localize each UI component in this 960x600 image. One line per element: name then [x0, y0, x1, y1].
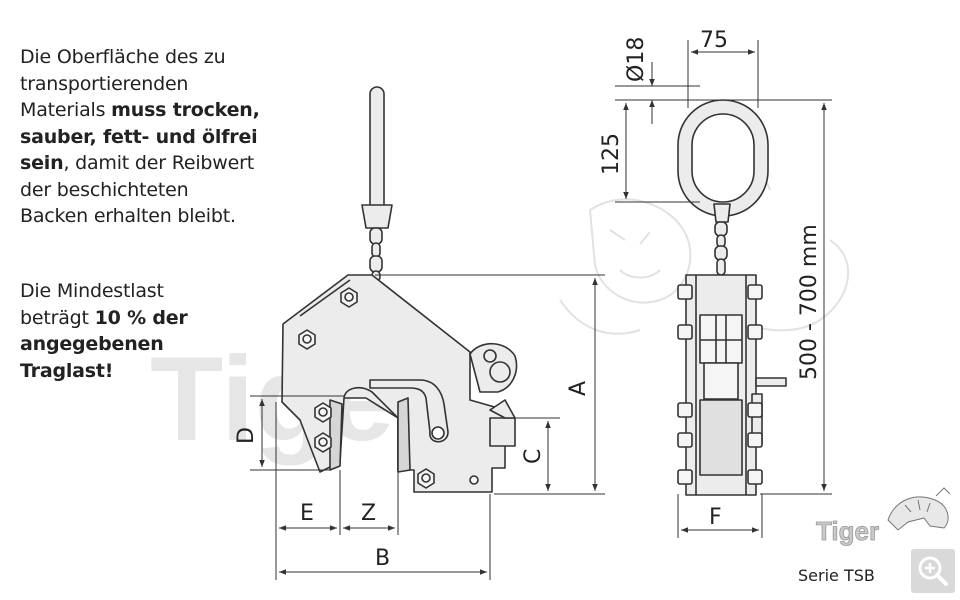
dimension-label-overall: 500 - 700 mm [797, 224, 822, 380]
shackle [361, 204, 393, 229]
dimension-label-f: F [709, 505, 722, 530]
note-line: der beschichteten [20, 178, 189, 201]
note-line: Die Mindestlast [20, 280, 164, 302]
note-emphasis: sein [20, 152, 64, 174]
cam-lever [469, 342, 518, 447]
dimension-label-d: D [234, 427, 259, 444]
zoom-in-icon [918, 556, 948, 586]
tiger-logo-text: Tiger [816, 516, 879, 546]
note-line: , damit der Reibwert [63, 152, 254, 174]
front-view-dimensions [615, 40, 832, 538]
dimension-label-z: Z [361, 501, 376, 526]
note-line: Die Oberfläche des zu [20, 46, 226, 68]
side-view-labels: A C D E Z B [234, 381, 591, 571]
series-label: Serie TSB [798, 566, 875, 585]
note-line: Materials [20, 99, 112, 121]
note-emphasis: sauber, fett- und ölfrei [20, 125, 258, 148]
dimension-label-a: A [566, 381, 591, 396]
dimension-label-75: 75 [700, 28, 728, 53]
zoom-button[interactable] [911, 549, 955, 593]
note-emphasis: 10 % der [94, 306, 188, 329]
note-emphasis: angegebenen [20, 333, 164, 355]
note-line: beträgt [20, 306, 95, 329]
jaw-pad-right [397, 397, 411, 473]
minimum-load-note: Die Mindestlast beträgt 10 % der angegeb… [20, 278, 220, 384]
front-view-labels: 75 Ø18 125 500 - 700 mm F [599, 28, 822, 530]
dimension-label-125: 125 [599, 133, 624, 175]
bolts-side [298, 287, 479, 489]
dimension-label-diameter: Ø18 [624, 37, 649, 82]
side-view-dimensions [250, 274, 605, 580]
dimension-label-c: C [521, 449, 546, 464]
surface-requirement-note: Die Oberfläche des zu transportierenden … [20, 44, 280, 230]
chain [369, 227, 383, 282]
dimension-label-b: B [375, 546, 390, 571]
clamp-side-view [281, 86, 518, 493]
clamp-front-view [677, 99, 787, 496]
tiger-logo-icon: Tiger [816, 487, 951, 546]
dimension-label-e: E [300, 501, 314, 526]
note-emphasis: muss trocken, [111, 99, 260, 121]
lever-arm [369, 379, 449, 443]
lever-pivot [431, 426, 445, 440]
bolts-front [677, 284, 763, 485]
note-line: transportierenden [20, 72, 189, 95]
note-emphasis: Traglast! [20, 359, 114, 382]
note-line: Backen erhalten bleibt. [20, 205, 236, 227]
